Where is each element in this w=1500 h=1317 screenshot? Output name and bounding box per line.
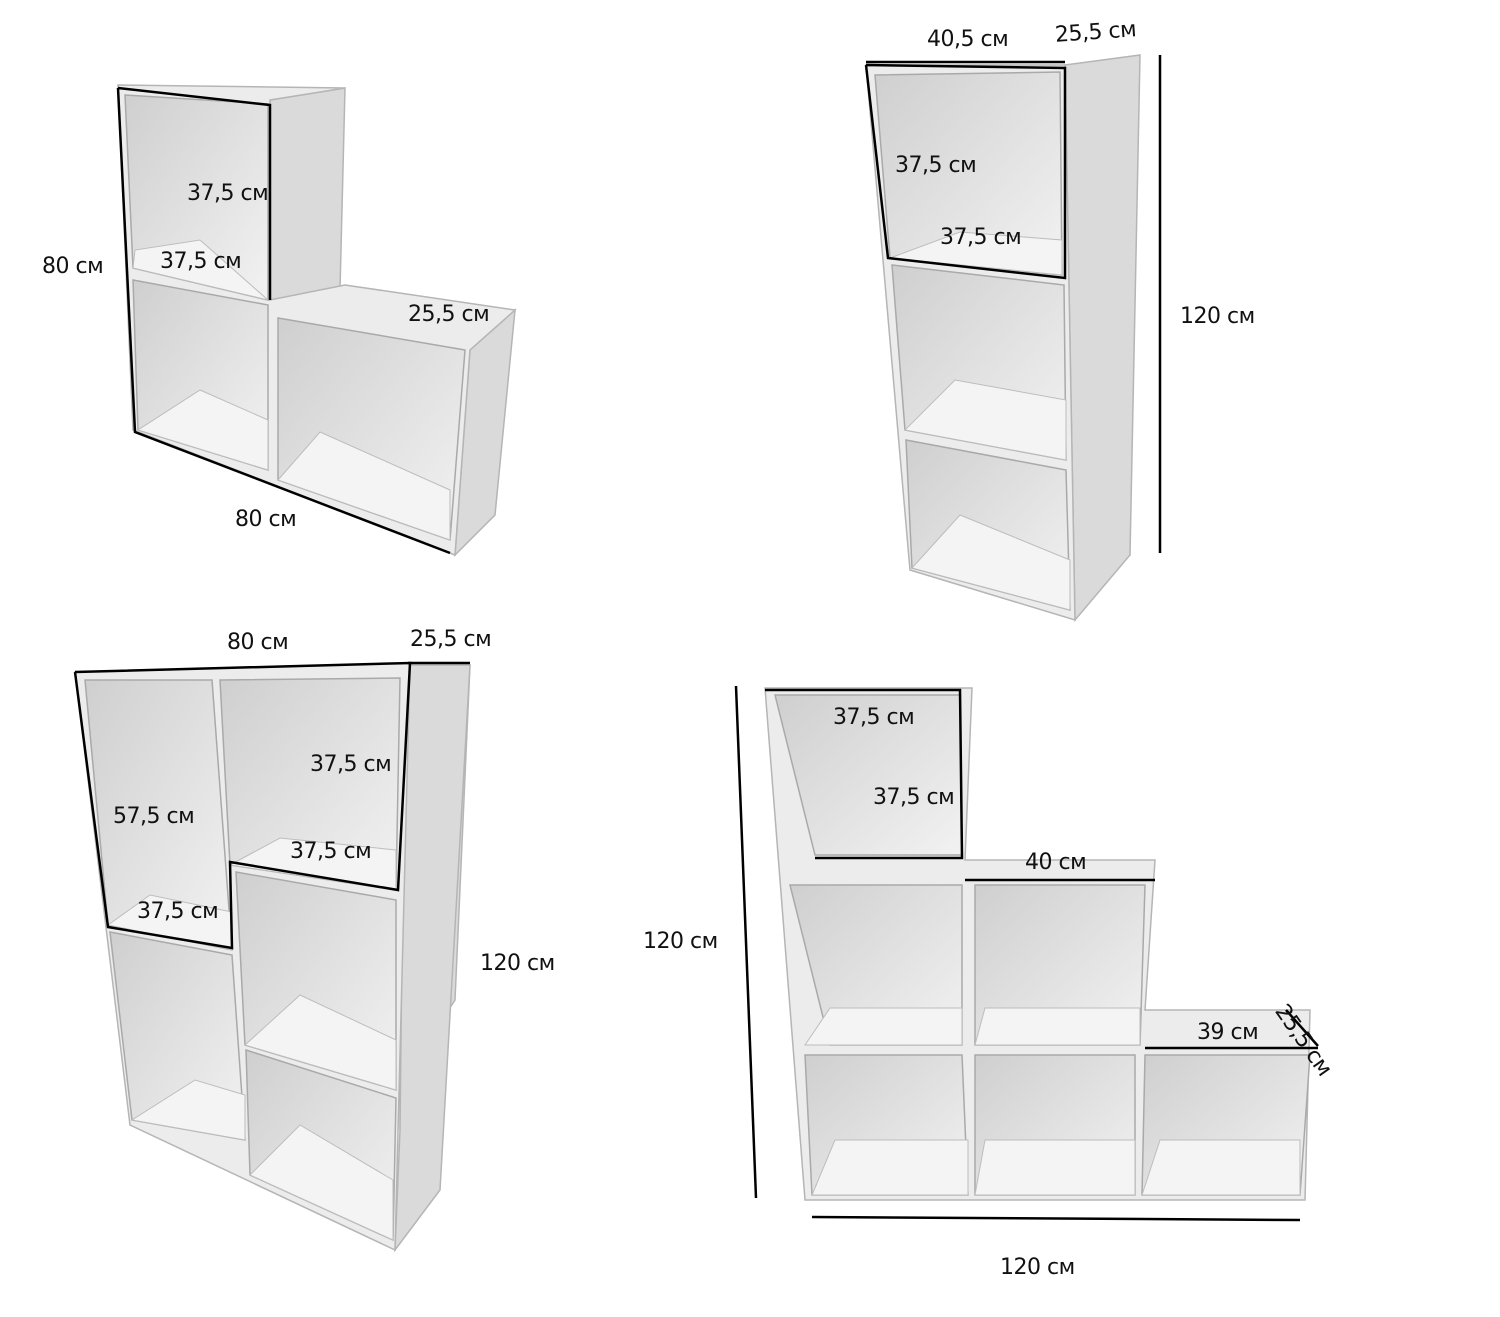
two-tier-shelf bbox=[116, 84, 517, 557]
dimension-label: 40,5 см bbox=[927, 27, 1009, 52]
dimension-label: 37,5 см bbox=[160, 249, 242, 274]
dimension-label: 120 см bbox=[1000, 1255, 1075, 1280]
dimension-label: 120 см bbox=[1180, 304, 1255, 329]
dimension-label: 120 см bbox=[643, 929, 718, 954]
dimension-label: 37,5 см bbox=[137, 899, 219, 924]
five-cube-bookcase bbox=[73, 661, 471, 1253]
dimension-label: 80 см bbox=[227, 630, 289, 655]
dimension-label: 37,5 см bbox=[940, 225, 1022, 250]
dimension-label: 80 см bbox=[235, 507, 297, 532]
dimension-label: 80 см bbox=[42, 254, 104, 279]
dimension-label: 120 см bbox=[480, 951, 555, 976]
dimension-label: 57,5 см bbox=[113, 804, 195, 829]
dimension-label: 40 см bbox=[1025, 850, 1087, 875]
dimension-label: 37,5 см bbox=[873, 785, 955, 810]
dimension-label: 37,5 см bbox=[187, 181, 269, 206]
dimension-label: 37,5 см bbox=[895, 153, 977, 178]
three-cube-column bbox=[864, 54, 1162, 623]
dimension-label: 37,5 см bbox=[833, 705, 915, 730]
dimension-label: 37,5 см bbox=[290, 839, 372, 864]
dimension-label: 25,5 см bbox=[408, 302, 490, 327]
dimension-label: 25,5 см bbox=[410, 627, 492, 652]
dimension-label: 37,5 см bbox=[310, 752, 392, 777]
three-tier-staircase-shelf bbox=[734, 685, 1319, 1222]
dimension-label: 39 см bbox=[1197, 1020, 1259, 1045]
